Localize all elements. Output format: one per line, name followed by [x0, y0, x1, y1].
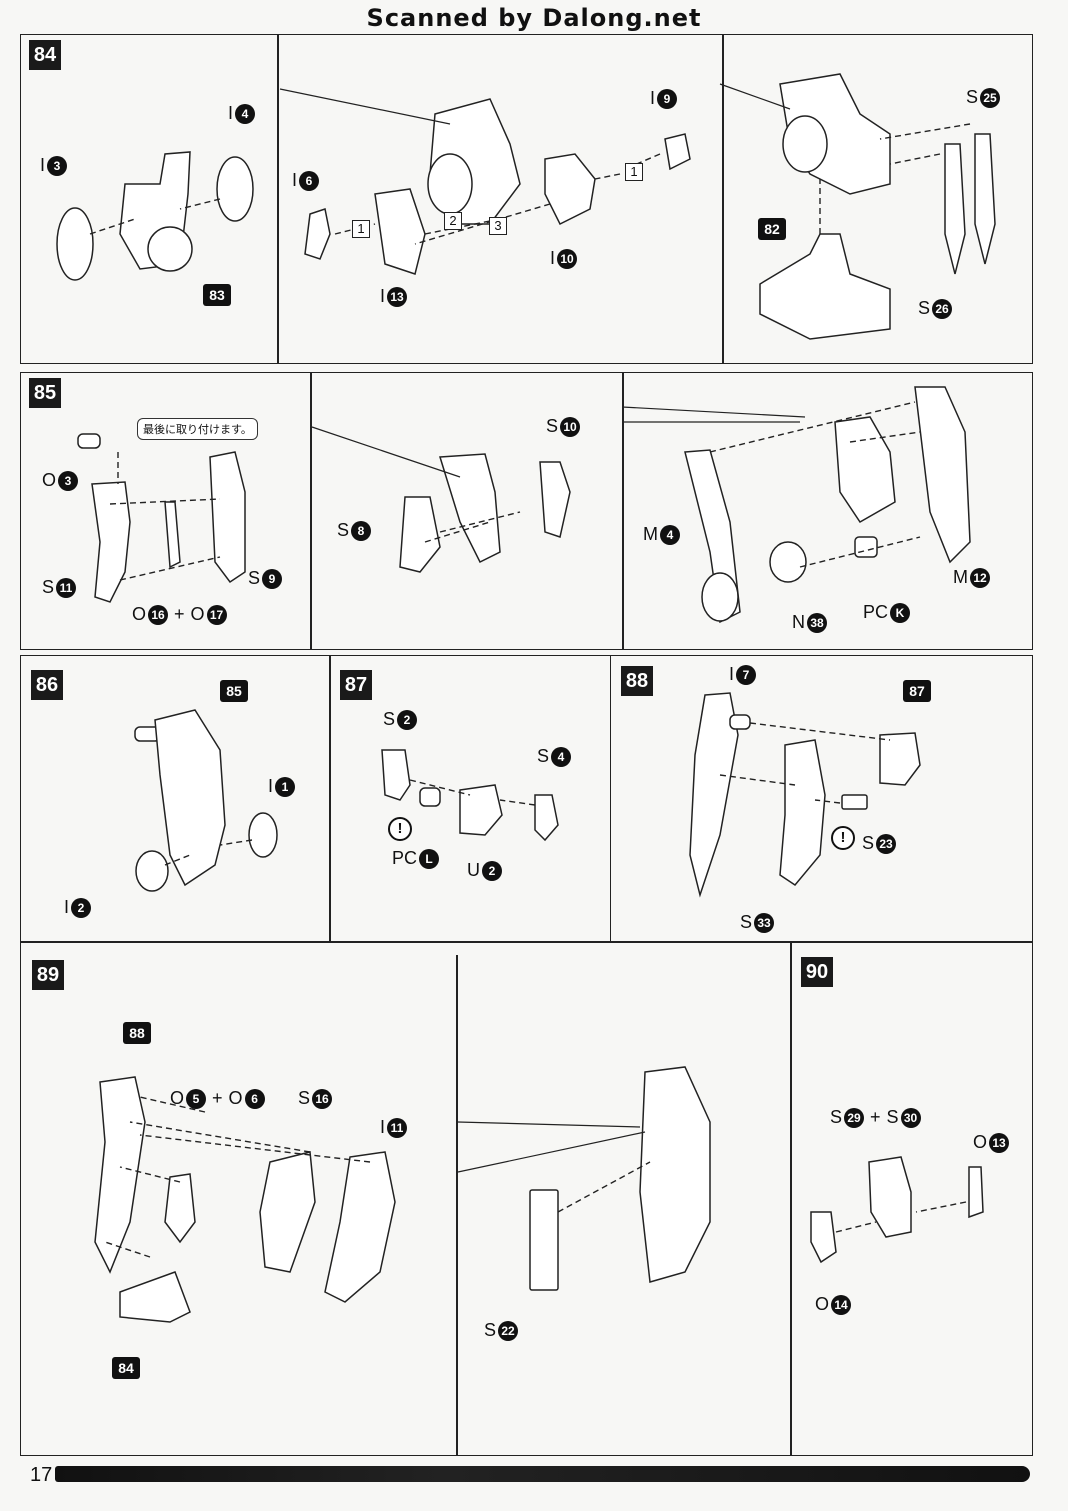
step-85-note: 最後に取り付けます。 — [137, 418, 258, 440]
footer-bar — [55, 1466, 1030, 1482]
step-89-diagram — [94, 1066, 711, 1323]
step-84-divider-2 — [722, 34, 724, 364]
step-84-order-2: 2 — [444, 212, 462, 230]
step-86-label-85: 85 — [220, 680, 248, 702]
step-88-warning-icon: ! — [831, 826, 855, 850]
step-86-diagram — [134, 709, 278, 892]
step-89-badge: 89 — [32, 960, 64, 990]
step-85-badge: 85 — [29, 378, 61, 408]
step-85-divider-2 — [622, 372, 624, 650]
step-84-divider-1 — [277, 34, 279, 364]
step-84-order-3: 3 — [489, 217, 507, 235]
step-84-label-82: 82 — [758, 218, 786, 240]
step-88-label-87: 87 — [903, 680, 931, 702]
step-87-diagram — [381, 749, 559, 842]
step-85-diagram — [77, 386, 971, 624]
step-87-warning-icon: ! — [388, 817, 412, 841]
step-87-badge: 87 — [340, 670, 372, 700]
step-89-panel — [20, 942, 791, 1456]
step-84-order-1b: 1 — [625, 163, 643, 181]
step-90-panel — [791, 942, 1033, 1456]
step-84-diagram — [56, 73, 996, 340]
step-88-panel — [610, 655, 1033, 942]
step-90-diagram — [810, 1156, 984, 1264]
step-90-badge: 90 — [801, 957, 833, 987]
step-89-label-88: 88 — [123, 1022, 151, 1044]
step-84-order-1: 1 — [352, 220, 370, 238]
page-number: 17 — [30, 1464, 53, 1486]
step-84-label-83: 83 — [203, 284, 231, 306]
page-header: Scanned by Dalong.net — [366, 4, 702, 32]
step-86-badge: 86 — [31, 670, 63, 700]
step-88-diagram — [689, 692, 921, 898]
step-84-badge: 84 — [29, 40, 61, 70]
step-86-panel — [20, 655, 330, 942]
step-84-panel — [20, 34, 1033, 364]
step-88-badge: 88 — [621, 666, 653, 696]
step-89-divider — [456, 955, 458, 1455]
step-89-label-84: 84 — [112, 1357, 140, 1379]
step-85-panel — [20, 372, 1033, 650]
step-85-divider-1 — [310, 372, 312, 650]
